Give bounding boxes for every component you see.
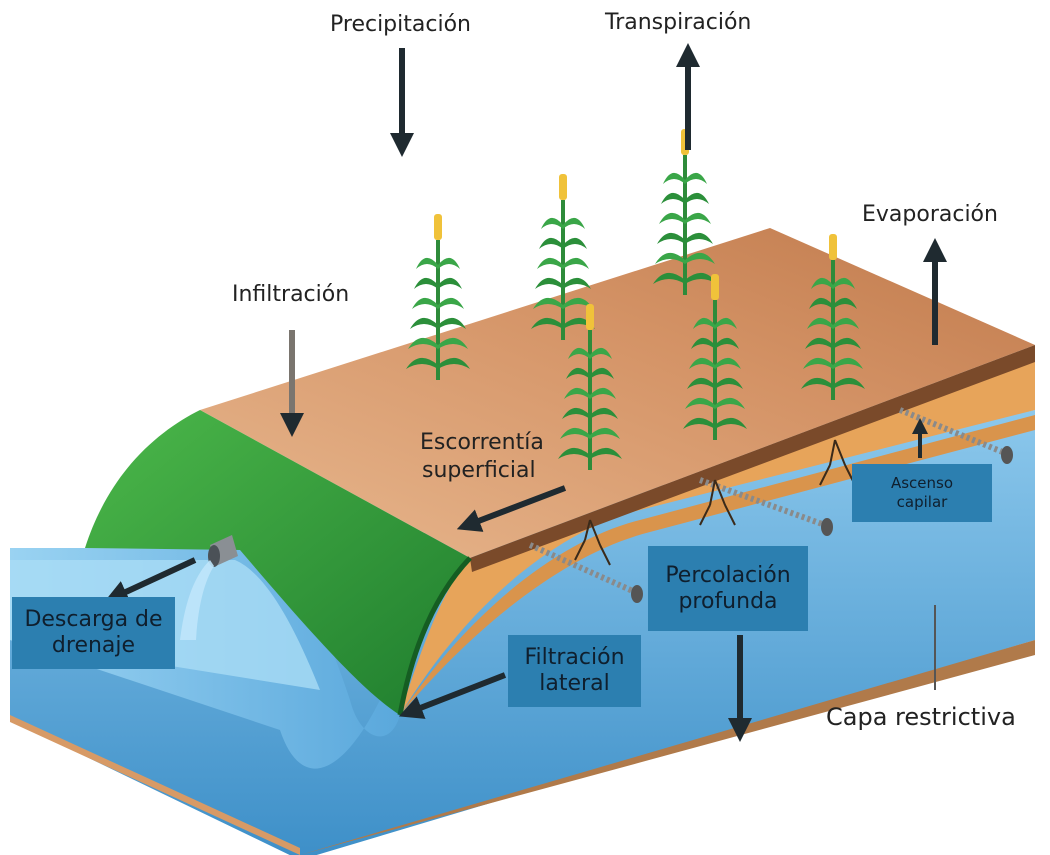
lateral-filtration-line1: Filtración bbox=[524, 645, 625, 670]
runoff-label-line1: Escorrentía bbox=[420, 430, 544, 455]
capillary-rise-box: Ascenso capilar bbox=[852, 464, 992, 522]
runoff-label-line2: superficial bbox=[422, 458, 536, 483]
plant-roots bbox=[574, 439, 856, 566]
deep-percolation-box: Percolación profunda bbox=[648, 546, 808, 631]
deep-percolation-line2: profunda bbox=[678, 588, 778, 614]
drain-pipes bbox=[528, 407, 1007, 595]
drainage-discharge-box: Descarga de drenaje bbox=[12, 597, 175, 669]
block-left-edge bbox=[10, 715, 300, 855]
corn-plant bbox=[558, 304, 622, 470]
infiltration-label: Infiltración bbox=[232, 282, 350, 307]
soil-layer-lower bbox=[400, 415, 1035, 715]
soil-layer bbox=[400, 355, 1035, 715]
capillary-rise-line1: Ascenso bbox=[890, 474, 954, 492]
corn-plant bbox=[531, 174, 595, 340]
drainage-discharge-line1: Descarga de bbox=[24, 607, 163, 632]
transpiration-label: Transpiración bbox=[605, 10, 752, 35]
capillary-rise-line2: capilar bbox=[896, 493, 948, 511]
runoff-arrow bbox=[456, 485, 567, 532]
corn-plant bbox=[406, 214, 470, 380]
groundwater-block bbox=[10, 410, 1035, 855]
soil-surface-edge bbox=[470, 345, 1035, 572]
lateral-filtration-line2: lateral bbox=[539, 671, 610, 696]
corn-plant bbox=[683, 274, 747, 440]
grass-slope bbox=[85, 410, 470, 715]
discharge-arrow bbox=[104, 557, 197, 603]
corn-plants bbox=[406, 129, 865, 470]
precipitation-label: Precipitación bbox=[330, 12, 471, 37]
grass-edge bbox=[397, 556, 472, 716]
deep-percolation-line1: Percolación bbox=[665, 562, 791, 588]
soil-surface bbox=[200, 228, 1035, 558]
corn-plant bbox=[801, 234, 865, 400]
pipe-outlets bbox=[631, 446, 1013, 603]
restrictive-layer-label: Capa restrictiva bbox=[826, 703, 1016, 731]
evaporation-label: Evaporación bbox=[862, 202, 998, 227]
drainage-pipe-icon bbox=[180, 535, 238, 640]
lateral-filtration-arrow bbox=[398, 672, 507, 719]
lateral-filtration-box: Filtración lateral bbox=[508, 635, 641, 707]
drainage-discharge-line2: drenaje bbox=[51, 633, 136, 658]
